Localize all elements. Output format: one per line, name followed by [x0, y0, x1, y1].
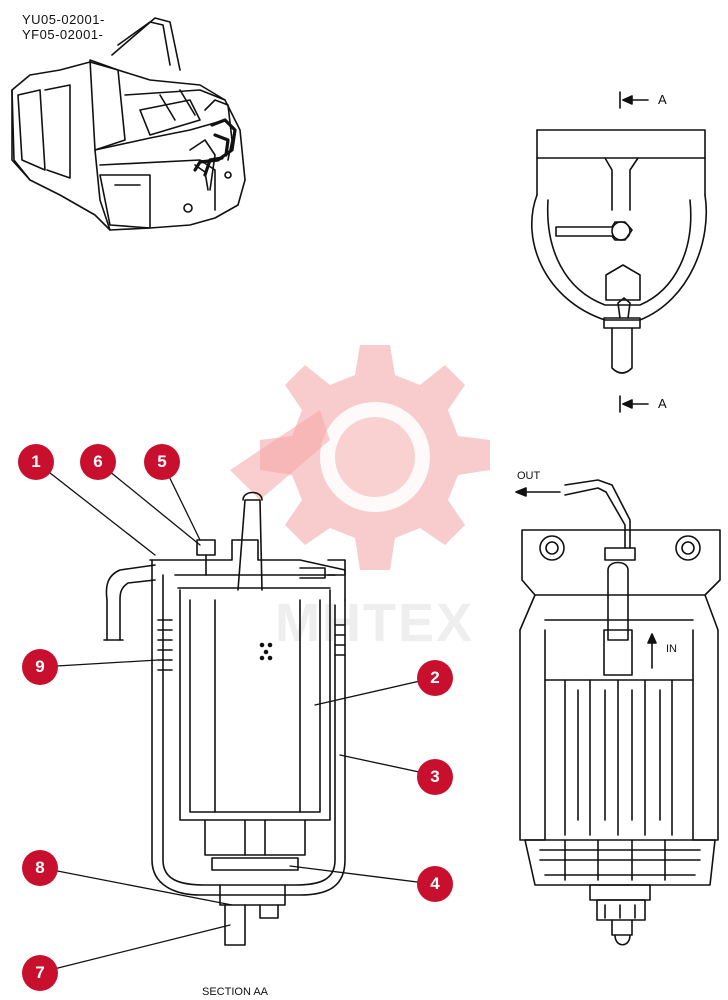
callout-7[interactable]: 7 — [22, 955, 58, 991]
callout-3[interactable]: 3 — [417, 759, 453, 795]
excavator-highlight-part — [193, 118, 237, 177]
excavator-location-view — [11, 17, 246, 231]
section-caption: SECTION AA — [202, 986, 269, 998]
out-label: OUT — [517, 470, 541, 482]
section-arrow-bottom — [619, 395, 649, 413]
callout-1[interactable]: 1 — [18, 444, 54, 480]
callout-9[interactable]: 9 — [22, 649, 58, 685]
in-arrow — [647, 633, 657, 669]
callout-4[interactable]: 4 — [417, 866, 453, 902]
callout-5[interactable]: 5 — [144, 444, 180, 480]
section-arrow-top — [619, 91, 649, 109]
top-section-view — [530, 129, 707, 374]
serial-range-yu: YU05-02001- — [22, 12, 105, 27]
callout-6[interactable]: 6 — [80, 444, 116, 480]
callout-8[interactable]: 8 — [22, 850, 58, 886]
section-marker-top: A — [658, 92, 667, 107]
section-aa-view — [103, 491, 346, 946]
out-arrow — [515, 487, 561, 497]
section-marker-bottom: A — [658, 396, 667, 411]
watermark-text: MHTEX — [275, 593, 474, 653]
side-external-view — [519, 479, 721, 946]
serial-range-yf: YF05-02001- — [22, 27, 104, 42]
callout-2[interactable]: 2 — [417, 660, 453, 696]
in-label: IN — [666, 643, 677, 655]
